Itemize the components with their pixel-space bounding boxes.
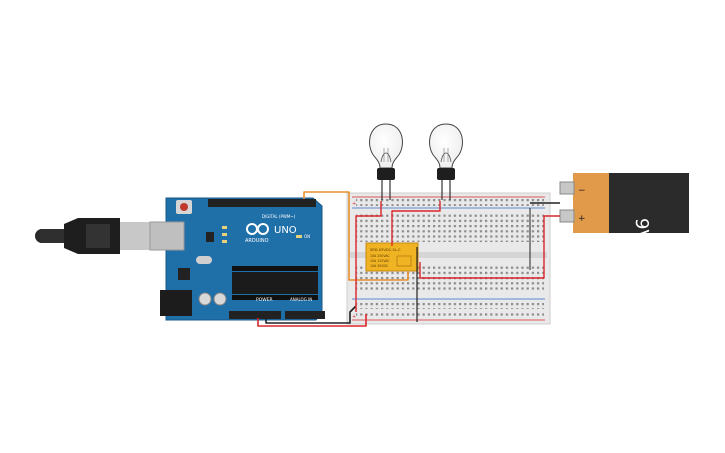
light-bulb-2 <box>429 123 463 200</box>
light-bulb-1 <box>369 123 403 200</box>
wire-gnd-black <box>265 305 357 324</box>
wire-signal-orange <box>303 191 409 281</box>
power-label: POWER <box>256 297 273 303</box>
battery-minus-label: − <box>578 186 586 196</box>
digital-header <box>208 199 316 207</box>
on-label: ON <box>304 234 310 239</box>
analog-label: ANALOG IN <box>290 297 312 302</box>
relay-module: SRD-05VDC-SL-C 10A 250VAC 10A 125VAC 10A… <box>365 242 419 272</box>
arduino-uno-board: ARDUINO UNO DIGITAL (PWM~) POWER ANALOG … <box>149 197 325 321</box>
wire-relay-bulb-red <box>391 201 441 246</box>
battery-plus-label: + <box>578 214 586 224</box>
relay-rating-2: 10A 125VAC <box>370 259 390 263</box>
arduino-brand: ARDUINO <box>245 238 269 244</box>
relay-model: SRD-05VDC-SL-C <box>370 248 401 252</box>
digital-label: DIGITAL (PWM~) <box>262 214 296 219</box>
wire-rail-relay-red <box>355 201 382 312</box>
battery-9v: − + 9V <box>559 173 689 242</box>
usb-port <box>149 221 185 251</box>
arduino-logo-icon <box>246 223 269 235</box>
relay-rating-1: 10A 250VAC <box>370 254 390 258</box>
wire-5v-red <box>257 314 367 327</box>
atmega-chip <box>232 272 318 294</box>
battery-voltage-label: 9V <box>631 218 652 242</box>
arduino-model: UNO <box>274 225 297 236</box>
power-header <box>229 311 281 319</box>
svg-text:+: + <box>352 314 356 320</box>
wires <box>257 191 560 327</box>
relay-rating-3: 10A 30VDC <box>370 264 389 268</box>
analog-header <box>285 311 325 319</box>
svg-text:+: + <box>352 201 356 207</box>
wire-battery-red <box>419 215 560 279</box>
power-jack <box>160 290 192 316</box>
